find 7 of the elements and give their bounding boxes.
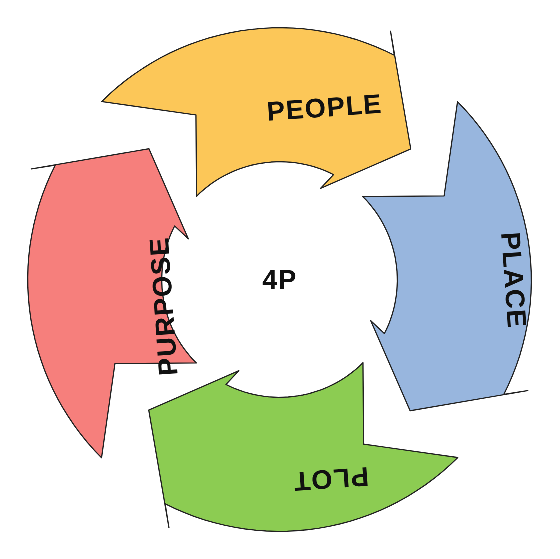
curved-arrow-segment <box>100 27 412 198</box>
segment-label: PLOT <box>292 462 370 494</box>
center-label: 4P <box>262 266 298 294</box>
segment-label: PLACE <box>496 232 530 330</box>
curved-arrow-segment <box>27 148 198 460</box>
segment-label: PEOPLE <box>266 91 384 126</box>
segment-label: PURPOSE <box>146 236 184 377</box>
